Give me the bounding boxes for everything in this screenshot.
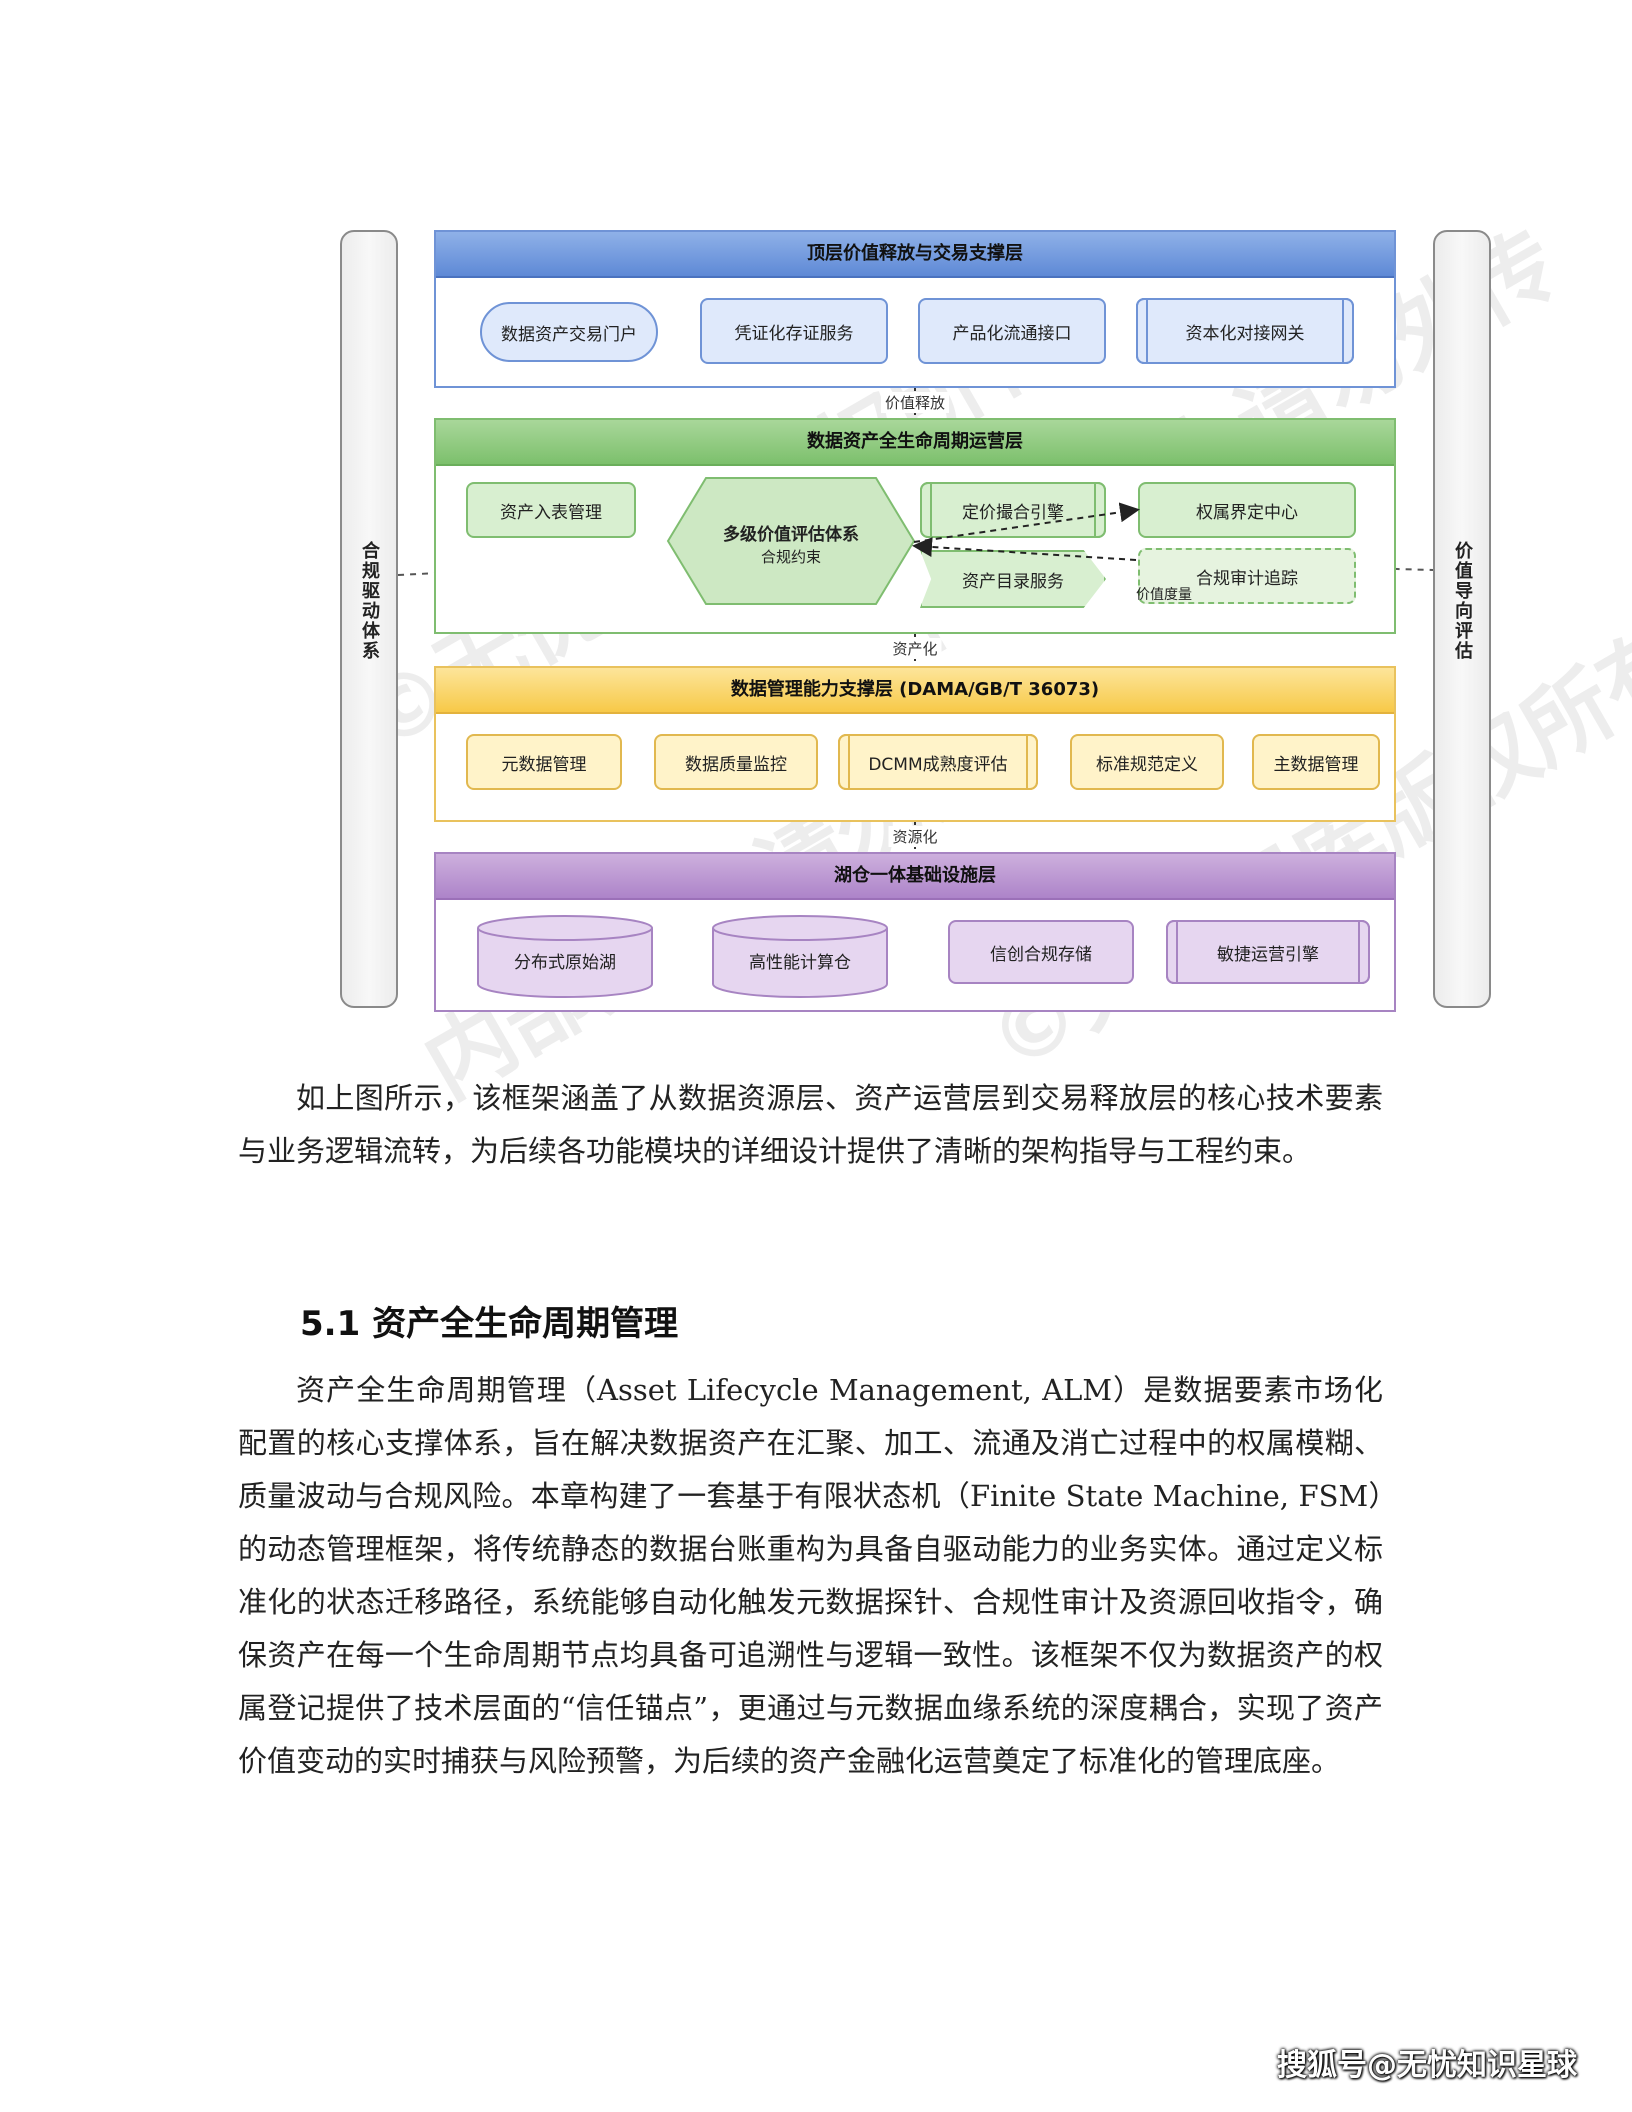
master-data-mgmt-label: 主数据管理 xyxy=(1273,754,1359,775)
xinchuang-storage-label: 信创合规存储 xyxy=(990,944,1092,965)
dcmm-assessment: DCMM成熟度评估 xyxy=(838,734,1038,790)
footer-watermark: 搜狐号@无忧知识星球 xyxy=(1277,2048,1577,2083)
valuation-hexagon-title: 多级价值评估体系 xyxy=(723,524,859,545)
master-data-mgmt: 主数据管理 xyxy=(1252,734,1380,790)
trade-portal-cloud: 数据资产交易门户 xyxy=(480,302,658,362)
connector-label-assetization: 资产化 xyxy=(888,638,942,659)
value-measure-label: 价值度量 xyxy=(1136,587,1192,603)
compliance-constraint-label: 合规约束 xyxy=(760,547,821,566)
intro-paragraph-text: 如上图所示，该框架涵盖了从数据资源层、资产运营层到交易释放层的核心技术要素与业务… xyxy=(238,1081,1383,1168)
ownership-center-label: 权属界定中心 xyxy=(1196,502,1298,523)
standards-definition: 标准规范定义 xyxy=(1070,734,1224,790)
product-interface: 产品化流通接口 xyxy=(918,298,1106,364)
product-interface-label: 产品化流通接口 xyxy=(952,323,1072,344)
raw-lake-label: 分布式原始湖 xyxy=(514,952,616,973)
valuation-hexagon xyxy=(666,477,916,605)
left-pillar: 合规驱动体系 xyxy=(340,230,398,1008)
layer-top: 顶层价值释放与交易支撑层 数据资产交易门户 凭证化存证服务 产品化流通接口 资本… xyxy=(434,230,1396,388)
asset-booking-label: 资产入表管理 xyxy=(500,502,602,523)
agile-ops-engine: 敏捷运营引擎 xyxy=(1166,920,1370,984)
trade-portal-label: 数据资产交易门户 xyxy=(501,324,637,345)
layer-lifecycle-title: 数据资产全生命周期运营层 xyxy=(436,420,1394,466)
metadata-mgmt: 元数据管理 xyxy=(466,734,622,790)
layer-top-title: 顶层价值释放与交易支撑层 xyxy=(436,232,1394,278)
compliance-audit: 合规审计追踪 xyxy=(1138,548,1356,604)
asset-catalog: 资产目录服务 xyxy=(920,550,1106,608)
section-heading: 5.1 资产全生命周期管理 xyxy=(300,1304,679,1344)
capital-gateway: 资本化对接网关 xyxy=(1136,298,1354,364)
layer-infra-title: 湖仓一体基础设施层 xyxy=(436,854,1394,900)
quality-monitor-label: 数据质量监控 xyxy=(685,754,787,775)
cylinder-raw-lake xyxy=(477,915,653,998)
asset-catalog-label: 资产目录服务 xyxy=(962,571,1064,592)
xinchuang-storage: 信创合规存储 xyxy=(948,920,1134,984)
right-pillar-label: 价值导向评估 xyxy=(1455,541,1473,662)
connector-label-resourcization: 资源化 xyxy=(888,826,942,847)
layer-infra: 湖仓一体基础设施层 分布式原始湖 高性能计算仓 信创合规存储 敏捷运营引擎 xyxy=(434,852,1396,1012)
pricing-engine: 定价撮合引擎 xyxy=(920,482,1106,538)
cylinder-compute-warehouse xyxy=(712,915,888,998)
intro-paragraph: 如上图所示，该框架涵盖了从数据资源层、资产运营层到交易释放层的核心技术要素与业务… xyxy=(238,1072,1383,1178)
compliance-audit-label: 合规审计追踪 xyxy=(1196,568,1298,589)
compute-warehouse-label: 高性能计算仓 xyxy=(749,952,851,973)
certification-service: 凭证化存证服务 xyxy=(700,298,888,364)
section-paragraph: 资产全生命周期管理（Asset Lifecycle Management, AL… xyxy=(238,1364,1383,1788)
capital-gateway-label: 资本化对接网关 xyxy=(1185,323,1305,344)
right-pillar: 价值导向评估 xyxy=(1433,230,1491,1008)
connector-label-value-release: 价值释放 xyxy=(880,392,950,413)
certification-service-label: 凭证化存证服务 xyxy=(734,323,854,344)
section-paragraph-text: 资产全生命周期管理（Asset Lifecycle Management, AL… xyxy=(238,1373,1383,1778)
agile-ops-engine-label: 敏捷运营引擎 xyxy=(1217,944,1319,965)
metadata-mgmt-label: 元数据管理 xyxy=(501,754,587,775)
layer-lifecycle: 数据资产全生命周期运营层 资产入表管理 多级价值评估体系 合规约束 定价撮合引擎… xyxy=(434,418,1396,634)
layer-management: 数据管理能力支撑层 (DAMA/GB/T 36073) 元数据管理 数据质量监控… xyxy=(434,666,1396,822)
architecture-diagram: ©无忧智库版权所有 内部资料 请勿外传 内部资料 请勿外传 ©无忧智库版权所有 … xyxy=(300,200,1632,1118)
quality-monitor: 数据质量监控 xyxy=(654,734,818,790)
lifecycle-arrows xyxy=(912,502,1140,561)
pricing-engine-label: 定价撮合引擎 xyxy=(962,502,1064,523)
standards-definition-label: 标准规范定义 xyxy=(1096,754,1198,775)
layer-management-title: 数据管理能力支撑层 (DAMA/GB/T 36073) xyxy=(436,668,1394,714)
asset-booking: 资产入表管理 xyxy=(466,482,636,538)
dcmm-assessment-label: DCMM成熟度评估 xyxy=(868,754,1008,775)
left-pillar-label: 合规驱动体系 xyxy=(362,541,380,662)
